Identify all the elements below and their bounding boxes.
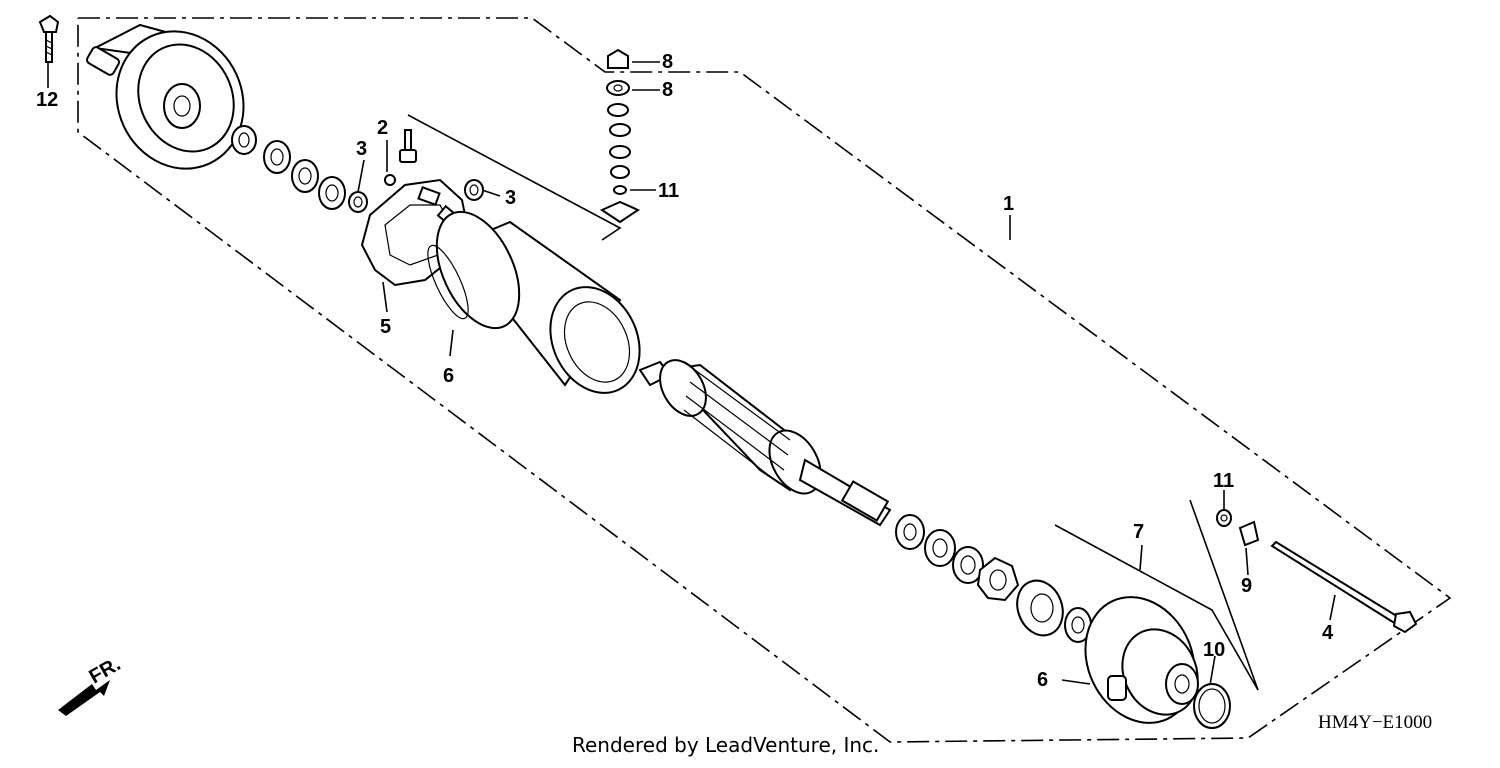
through-bolt-4 xyxy=(1270,540,1418,634)
brush-3 xyxy=(464,179,484,201)
callout-5: 5 xyxy=(380,316,391,338)
callout-1: 1 xyxy=(1003,193,1014,215)
callout-6-cover: 6 xyxy=(1037,669,1048,691)
armature xyxy=(638,359,892,527)
callout-8-top: 8 xyxy=(662,51,673,73)
subassembly-bracket-end-cover xyxy=(1054,499,1259,691)
leader-lines xyxy=(47,60,1336,686)
callout-8-lower: 8 xyxy=(662,79,673,101)
assembly-boundary xyxy=(77,17,1452,743)
callout-4: 4 xyxy=(1322,622,1334,644)
bushing xyxy=(231,125,257,155)
washer-11-lower xyxy=(1216,509,1232,527)
callout-9: 9 xyxy=(1241,575,1252,597)
terminal-hardware-stack xyxy=(599,48,641,224)
callout-6-yoke: 6 xyxy=(443,365,454,387)
front-direction-arrow-icon xyxy=(58,680,110,716)
diagram-code: HM4Y−E1000 xyxy=(1318,712,1432,733)
callout-3-left: 3 xyxy=(356,138,367,160)
callout-labels: 1 2 3 3 4 5 6 6 7 8 8 9 10 11 11 12 xyxy=(36,51,1334,691)
washer-stack-front xyxy=(895,514,984,584)
callout-10: 10 xyxy=(1203,639,1225,661)
render-credit: Rendered by LeadVenture, Inc. xyxy=(572,733,879,757)
callout-11-lower: 11 xyxy=(1213,470,1234,492)
terminal-bolt-2 xyxy=(384,129,417,186)
terminal-9 xyxy=(1238,520,1260,547)
yoke-housing xyxy=(427,210,641,394)
callout-2: 2 xyxy=(377,117,388,139)
lock-washer xyxy=(976,556,1020,602)
washer-stack-rear xyxy=(263,140,368,213)
bolt-12 xyxy=(38,14,60,63)
callout-7: 7 xyxy=(1133,521,1144,543)
subassembly-bracket-brush xyxy=(407,114,622,241)
front-cover xyxy=(1084,596,1199,724)
direction-label: FR. xyxy=(86,653,125,688)
callout-11-top: 11 xyxy=(658,180,679,202)
bearing xyxy=(1016,579,1064,637)
callout-3-right: 3 xyxy=(505,187,516,209)
rear-housing xyxy=(85,23,245,170)
callout-12: 12 xyxy=(36,89,58,111)
o-ring-10 xyxy=(1193,683,1231,729)
